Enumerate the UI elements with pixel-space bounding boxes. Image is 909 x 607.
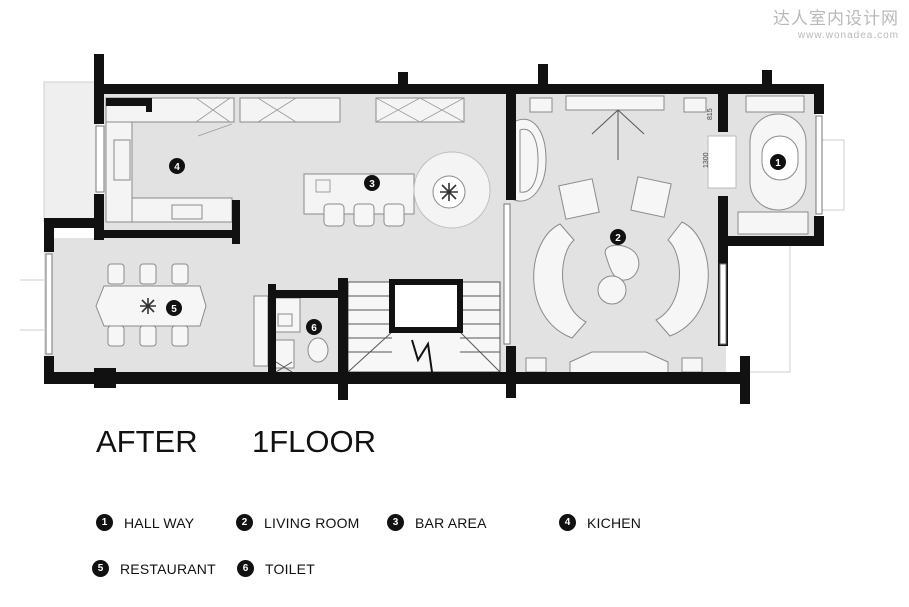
round-table	[413, 151, 491, 229]
legend-number: 3	[387, 514, 404, 531]
legend-item-toilet: 6 TOILET	[237, 560, 315, 577]
legend-label: TOILET	[265, 560, 315, 577]
exterior-lines	[20, 81, 845, 373]
legend-item-living-room: 2 LIVING ROOM	[236, 514, 360, 531]
legend-label: LIVING ROOM	[264, 514, 360, 531]
marker-restaurant: 5	[171, 304, 177, 315]
dimension-side: 1300	[703, 152, 710, 168]
marker-kitchen: 4	[174, 162, 180, 173]
legend-number: 2	[236, 514, 253, 531]
legend-number: 1	[96, 514, 113, 531]
marker-bar-area: 3	[369, 179, 375, 190]
watermark-url: www.wonadea.com	[797, 30, 899, 41]
title-after: AFTER	[96, 424, 198, 459]
legend-number: 6	[237, 560, 254, 577]
living-furniture	[513, 95, 709, 377]
staircase	[347, 279, 501, 373]
legend-number: 5	[92, 560, 109, 577]
marker-toilet: 6	[311, 323, 317, 334]
legend-item-hall-way: 1 HALL WAY	[96, 514, 194, 531]
legend-label: HALL WAY	[124, 514, 195, 531]
bar-island	[303, 173, 415, 227]
dining-table	[95, 263, 207, 347]
legend-label: KICHEN	[587, 514, 642, 531]
legend-item-restaurant: 5 RESTAURANT	[92, 560, 216, 577]
watermark: 达人室内设计网 www.wonadea.com	[773, 4, 899, 41]
marker-hall-way: 1	[775, 158, 781, 169]
legend-item-bar-area: 3 BAR AREA	[387, 514, 487, 531]
room-markers: 1 2 3 4 5 6	[166, 154, 786, 335]
counter-details	[195, 97, 465, 137]
legend-label: RESTAURANT	[120, 560, 216, 577]
legend-label: BAR AREA	[415, 514, 487, 531]
title-floor: 1FLOOR	[252, 424, 377, 459]
toilet-fixtures	[253, 295, 329, 373]
watermark-chinese: 达人室内设计网	[773, 9, 899, 29]
legend-number: 4	[559, 514, 576, 531]
dimension-top: 815	[707, 108, 714, 120]
legend-item-kitchen: 4 KICHEN	[559, 514, 641, 531]
windows	[45, 115, 823, 355]
marker-living-room: 2	[615, 233, 621, 244]
